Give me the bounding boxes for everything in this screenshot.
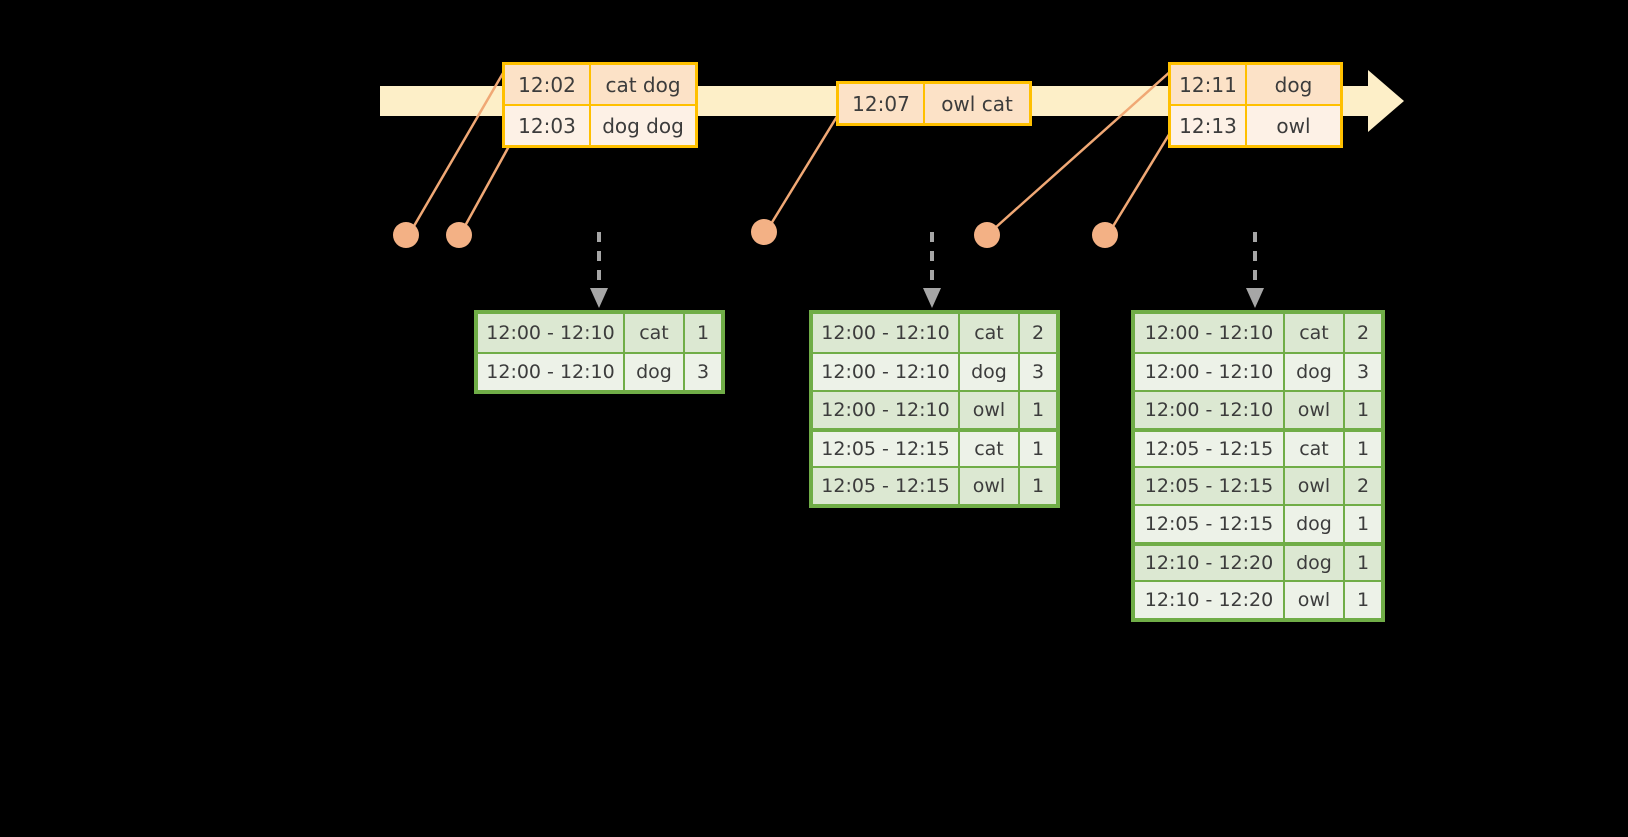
table-row: 12:10 - 12:20 owl 1 (1135, 580, 1381, 618)
window-cell: 12:05 - 12:15 (1135, 468, 1283, 504)
event-box-1: 12:02 cat dog 12:03 dog dog (502, 62, 698, 148)
event-row: 12:11 dog (1171, 65, 1340, 104)
table-row: 12:00 - 12:10 cat 2 (813, 314, 1056, 352)
down-arrow-to-table-1 (590, 232, 608, 308)
table-row: 12:10 - 12:20 dog 1 (1135, 542, 1381, 580)
window-cell: 12:00 - 12:10 (1135, 392, 1283, 428)
key-cell: cat (1283, 432, 1343, 466)
count-cell: 1 (683, 314, 721, 352)
event-row: 12:07 owl cat (839, 84, 1029, 123)
table-row: 12:00 - 12:10 dog 3 (478, 352, 721, 390)
table-row: 12:05 - 12:15 owl 1 (813, 466, 1056, 504)
count-cell: 1 (1343, 582, 1381, 618)
event-value: dog (1245, 65, 1340, 104)
table-row: 12:05 - 12:15 dog 1 (1135, 504, 1381, 542)
down-arrow-to-table-2 (923, 232, 941, 308)
event-dot-12-03 (446, 222, 472, 248)
event-dot-12-11 (974, 222, 1000, 248)
event-time: 12:07 (839, 84, 923, 123)
window-cell: 12:00 - 12:10 (813, 354, 958, 390)
window-cell: 12:00 - 12:10 (478, 314, 623, 352)
count-cell: 1 (1018, 468, 1056, 504)
event-box-2: 12:07 owl cat (836, 81, 1032, 126)
result-table-3: 12:00 - 12:10 cat 2 12:00 - 12:10 dog 3 … (1131, 310, 1385, 622)
count-cell: 2 (1018, 314, 1056, 352)
key-cell: dog (1283, 546, 1343, 580)
key-cell: dog (623, 354, 683, 390)
window-cell: 12:10 - 12:20 (1135, 546, 1283, 580)
window-cell: 12:00 - 12:10 (813, 314, 958, 352)
key-cell: dog (958, 354, 1018, 390)
event-time: 12:02 (505, 65, 589, 104)
key-cell: cat (958, 432, 1018, 466)
window-cell: 12:00 - 12:10 (813, 392, 958, 428)
table-row: 12:00 - 12:10 owl 1 (813, 390, 1056, 428)
key-cell: dog (1283, 506, 1343, 542)
key-cell: owl (958, 392, 1018, 428)
result-table-1: 12:00 - 12:10 cat 1 12:00 - 12:10 dog 3 (474, 310, 725, 394)
key-cell: cat (1283, 314, 1343, 352)
count-cell: 2 (1343, 314, 1381, 352)
count-cell: 3 (1343, 354, 1381, 390)
table-row: 12:00 - 12:10 cat 2 (1135, 314, 1381, 352)
count-cell: 3 (683, 354, 721, 390)
connector-line-12-07 (769, 109, 843, 225)
event-time: 12:11 (1171, 65, 1245, 104)
key-cell: owl (958, 468, 1018, 504)
window-cell: 12:00 - 12:10 (1135, 354, 1283, 390)
event-value: owl cat (923, 84, 1029, 123)
count-cell: 1 (1018, 432, 1056, 466)
event-time: 12:13 (1171, 106, 1245, 145)
event-value: dog dog (589, 106, 695, 145)
window-cell: 12:05 - 12:15 (1135, 432, 1283, 466)
table-row: 12:00 - 12:10 owl 1 (1135, 390, 1381, 428)
table-row: 12:00 - 12:10 dog 3 (1135, 352, 1381, 390)
window-cell: 12:05 - 12:15 (813, 468, 958, 504)
table-row: 12:00 - 12:10 dog 3 (813, 352, 1056, 390)
key-cell: owl (1283, 582, 1343, 618)
table-row: 12:00 - 12:10 cat 1 (478, 314, 721, 352)
window-cell: 12:00 - 12:10 (478, 354, 623, 390)
event-time: 12:03 (505, 106, 589, 145)
count-cell: 3 (1018, 354, 1056, 390)
event-dot-12-07 (751, 219, 777, 245)
window-cell: 12:05 - 12:15 (1135, 506, 1283, 542)
count-cell: 1 (1343, 392, 1381, 428)
event-row: 12:02 cat dog (505, 65, 695, 104)
count-cell: 1 (1018, 392, 1056, 428)
connector-line-12-13 (1110, 127, 1175, 229)
result-table-2: 12:00 - 12:10 cat 2 12:00 - 12:10 dog 3 … (809, 310, 1060, 508)
event-value: cat dog (589, 65, 695, 104)
event-row: 12:03 dog dog (505, 104, 695, 145)
key-cell: cat (958, 314, 1018, 352)
key-cell: dog (1283, 354, 1343, 390)
event-dot-12-02 (393, 222, 419, 248)
timeline-arrow-icon (1368, 70, 1404, 132)
event-row: 12:13 owl (1171, 104, 1340, 145)
count-cell: 1 (1343, 546, 1381, 580)
table-row: 12:05 - 12:15 owl 2 (1135, 466, 1381, 504)
event-value: owl (1245, 106, 1340, 145)
window-cell: 12:00 - 12:10 (1135, 314, 1283, 352)
key-cell: cat (623, 314, 683, 352)
event-box-3: 12:11 dog 12:13 owl (1168, 62, 1343, 148)
table-row: 12:05 - 12:15 cat 1 (813, 428, 1056, 466)
key-cell: owl (1283, 392, 1343, 428)
down-arrow-to-table-3 (1246, 232, 1264, 308)
window-cell: 12:10 - 12:20 (1135, 582, 1283, 618)
count-cell: 2 (1343, 468, 1381, 504)
key-cell: owl (1283, 468, 1343, 504)
count-cell: 1 (1343, 506, 1381, 542)
count-cell: 1 (1343, 432, 1381, 466)
table-row: 12:05 - 12:15 cat 1 (1135, 428, 1381, 466)
event-dot-12-13 (1092, 222, 1118, 248)
window-cell: 12:05 - 12:15 (813, 432, 958, 466)
